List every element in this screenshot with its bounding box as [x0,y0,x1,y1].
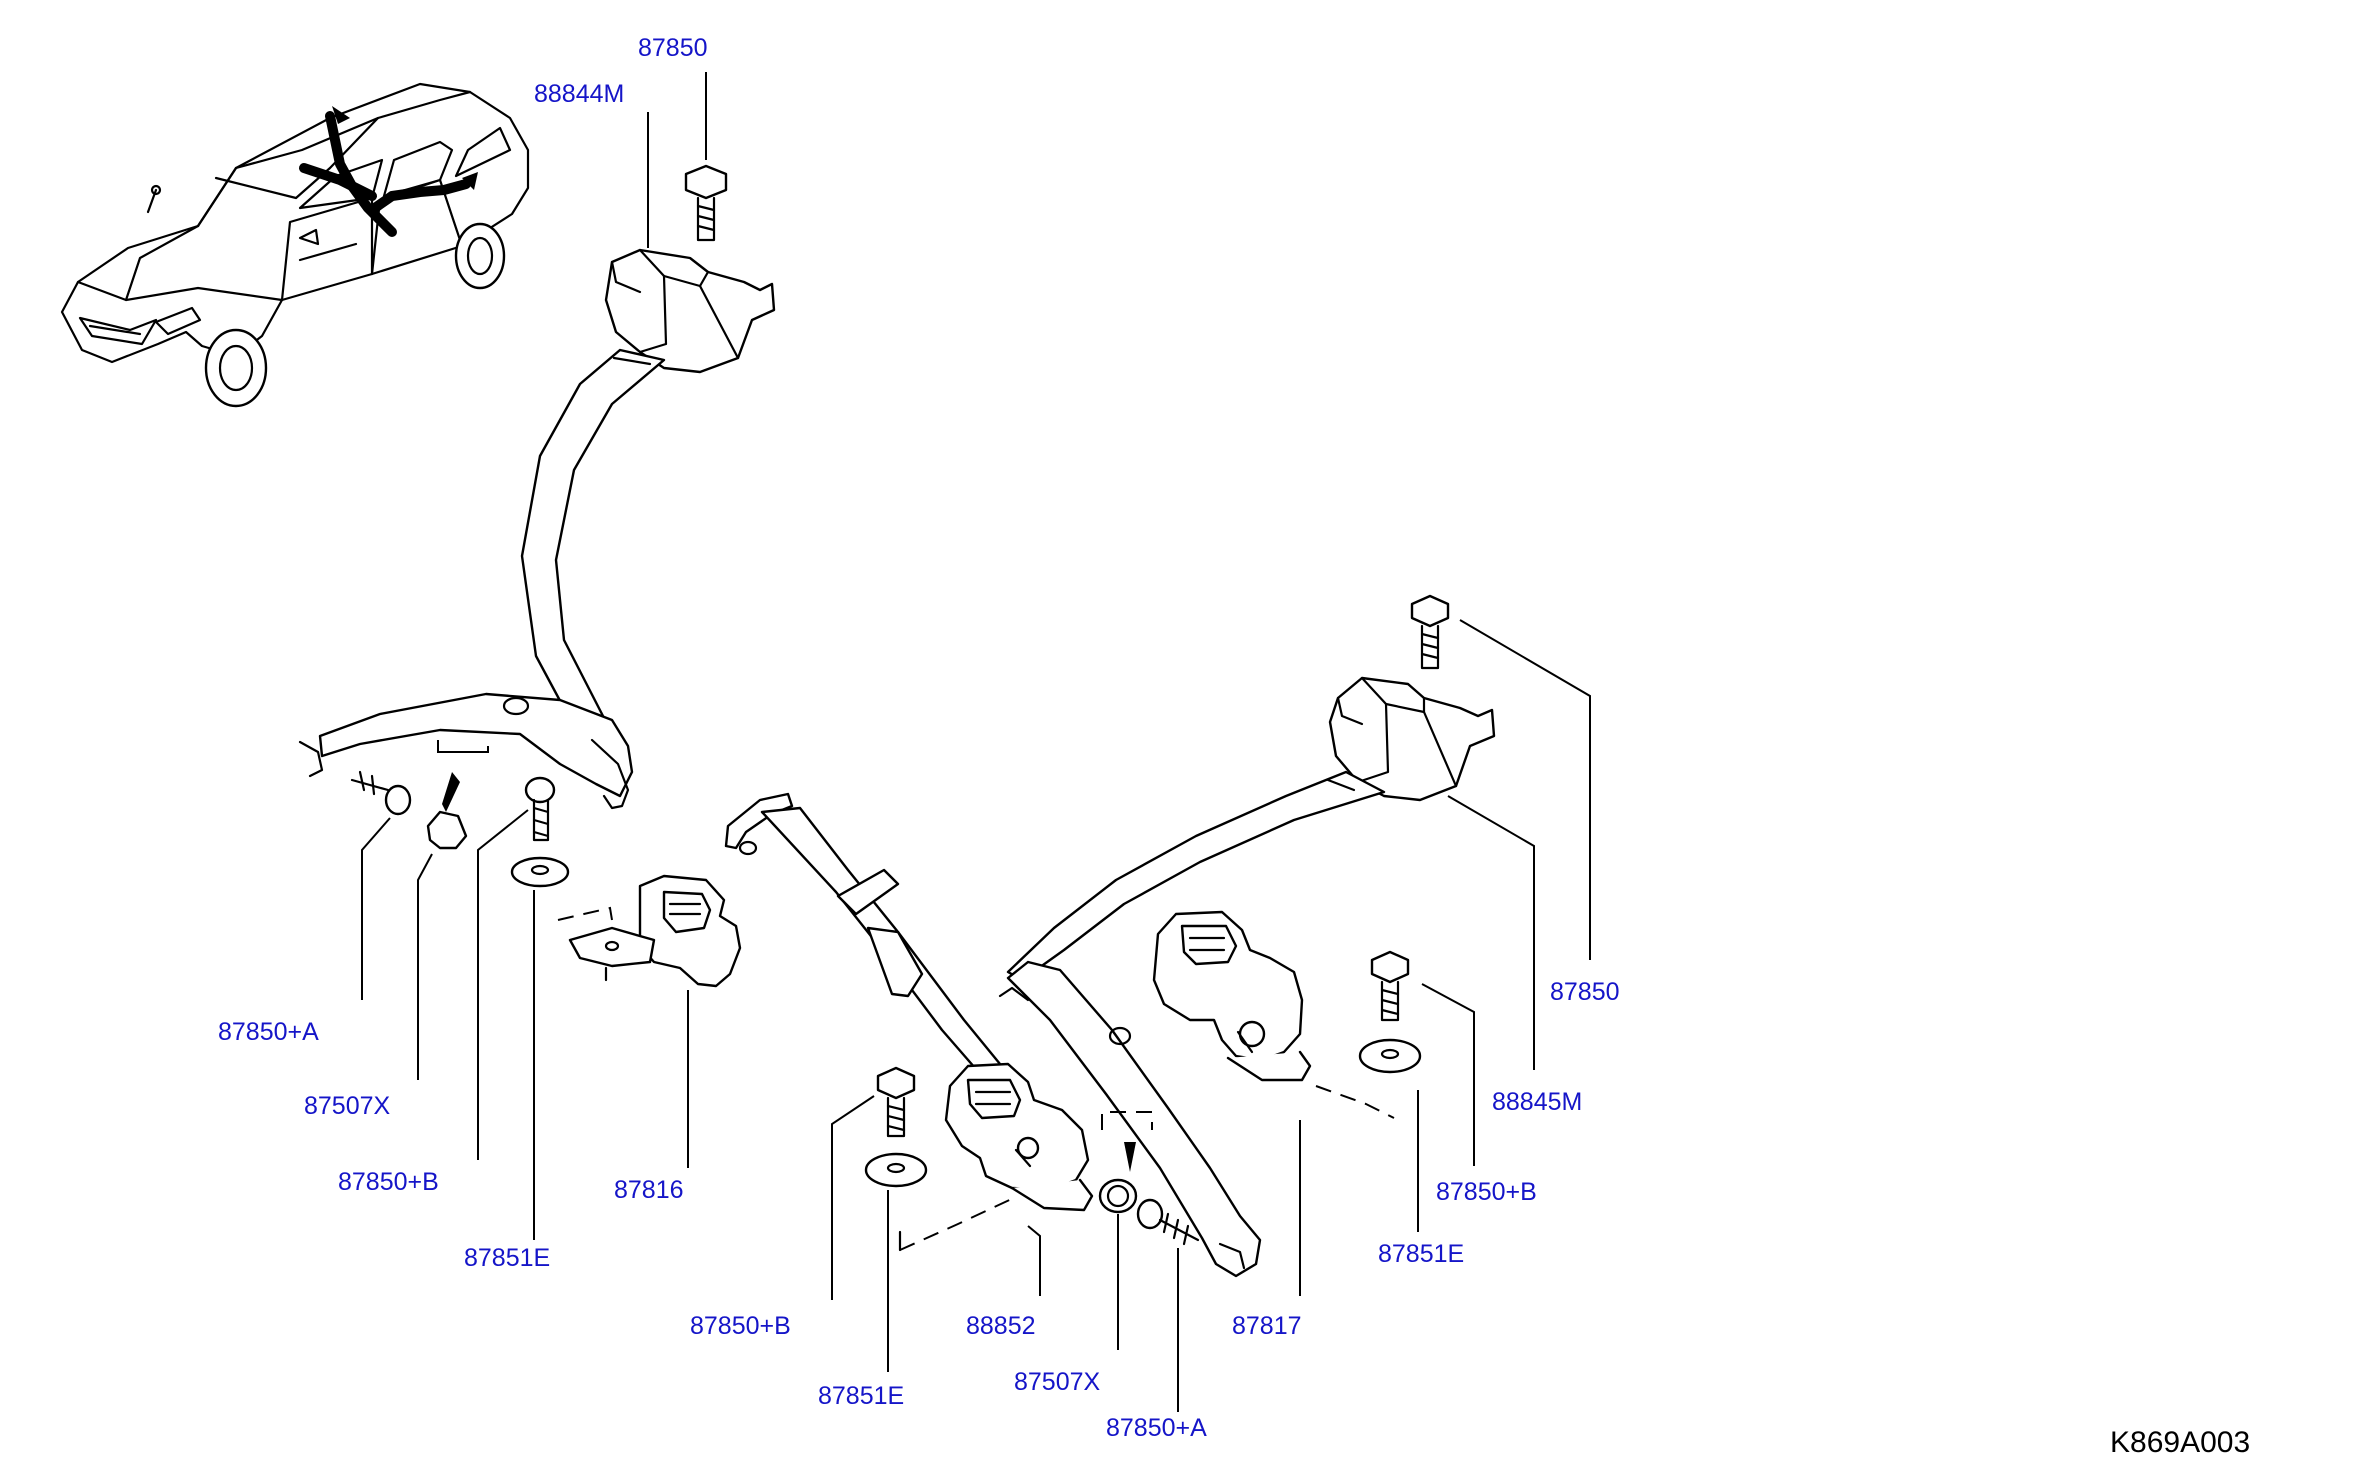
center-belt-assembly [724,792,1094,1252]
front-retractor-assembly [298,164,776,888]
part-label-87850-top: 87850 [638,34,708,62]
part-label-87851e-right: 87851E [1378,1240,1464,1268]
rear-retractor-assembly [998,594,1496,1278]
part-label-87850a-left: 87850+A [218,1018,319,1046]
part-label-87850b-left: 87850+B [338,1168,439,1196]
center-small-parts [1098,1111,1200,1246]
part-label-87507x-center: 87507X [1014,1368,1101,1396]
part-label-87850b-right: 87850+B [1436,1178,1537,1206]
part-label-87850b-center: 87850+B [690,1312,791,1340]
part-label-87507x-left: 87507X [304,1092,391,1120]
vehicle-illustration [60,82,530,408]
part-labels: 87850 88844M 87850+A 87507X 87850+B 8785… [218,34,1620,1442]
diagram-code: K869A003 [2110,1426,2250,1459]
part-label-87851e-left: 87851E [464,1244,550,1272]
leader-lines [361,72,1591,1412]
part-label-87850a-center: 87850+A [1106,1414,1207,1442]
part-label-88852: 88852 [966,1312,1036,1340]
part-label-88844m: 88844M [534,80,624,108]
part-label-87850-right: 87850 [1550,978,1620,1006]
part-label-88845m: 88845M [1492,1088,1582,1116]
part-label-87851e-center: 87851E [818,1382,904,1410]
buckle-87816 [557,874,742,988]
part-label-87816: 87816 [614,1176,684,1204]
part-label-87817: 87817 [1232,1312,1302,1340]
